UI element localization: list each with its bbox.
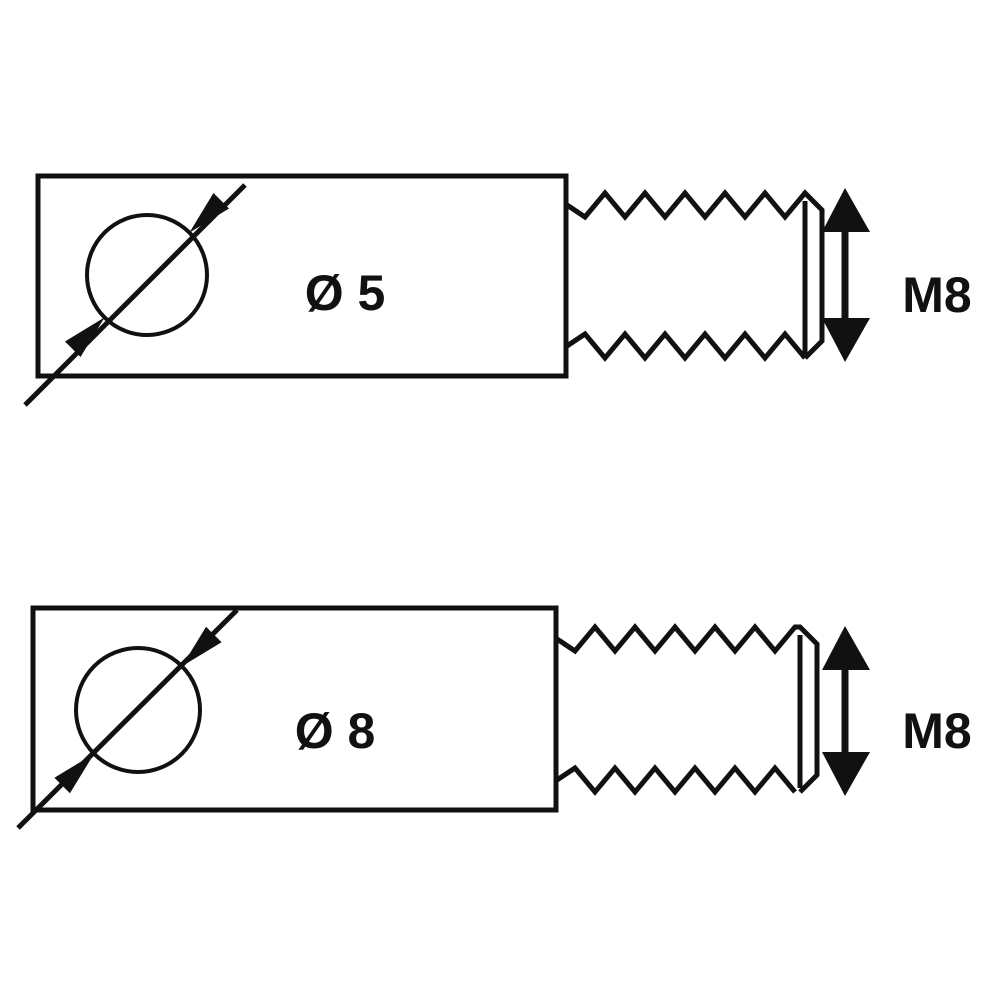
bolt-body — [35, 173, 569, 379]
diameter-circle — [74, 646, 202, 774]
thread-top-edge — [565, 189, 825, 360]
thread-top-edge — [555, 623, 820, 794]
dimension-arrowhead-icon — [181, 626, 222, 667]
dimension-arrowhead-icon — [54, 753, 95, 794]
thread-label: M8 — [902, 703, 971, 759]
diameter-label: Ø 5 — [305, 265, 386, 321]
diameter-label: Ø 8 — [295, 703, 376, 759]
diameter-dimension-line — [23, 183, 247, 407]
thread-bottom-edge — [565, 330, 807, 362]
bolt-body — [30, 605, 559, 813]
diameter-circle — [85, 213, 209, 337]
part-diameter-8: Ø 8 M8 — [16, 605, 972, 830]
dimension-arrowhead-icon — [64, 317, 105, 358]
thread-label: M8 — [902, 267, 971, 323]
part-diameter-5: Ø 5 M8 — [23, 173, 972, 407]
thread-bottom-edge — [555, 764, 797, 796]
dimension-arrowhead-icon — [189, 192, 230, 233]
